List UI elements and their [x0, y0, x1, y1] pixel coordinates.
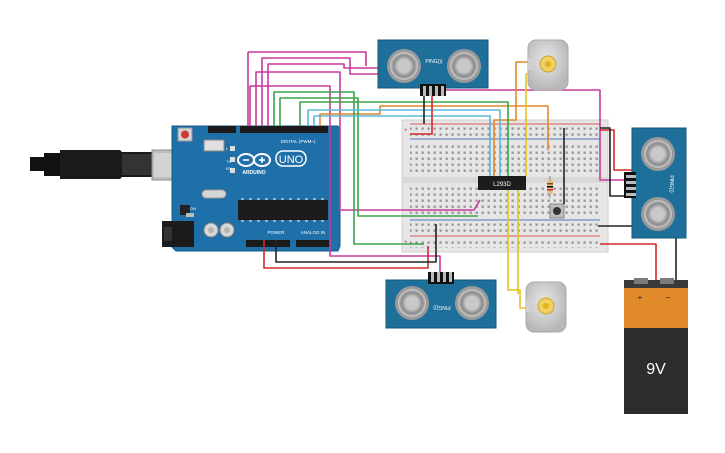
battery-voltage-label: 9V — [646, 361, 666, 378]
resistor — [547, 176, 553, 198]
push-button[interactable] — [549, 203, 565, 219]
dc-motor-top — [527, 39, 569, 91]
tx-label: TX — [226, 159, 231, 164]
power-header-label: POWER — [267, 230, 285, 235]
ultrasonic-sensor-right: PING))) — [624, 127, 687, 239]
arduino-logo-icon — [237, 153, 271, 167]
power-pin-header — [246, 240, 290, 247]
microcontroller-chip — [238, 200, 328, 220]
l-led-label: L — [226, 146, 229, 151]
ultrasonic-sensor-top-label: PING))) — [425, 59, 443, 65]
rx-label: RX — [226, 166, 232, 171]
on-led-label: ON — [190, 206, 196, 211]
dc-motor-bottom — [525, 281, 567, 333]
digital-header-label: DIGITAL (PWM~) — [281, 139, 316, 144]
wires — [247, 51, 677, 309]
analog-pin-header — [296, 240, 330, 247]
ultrasonic-sensor-bottom: PING))) — [385, 272, 497, 329]
arduino-model-label: UNO — [279, 154, 304, 166]
l293d-motor-driver: L293D — [478, 176, 526, 190]
arduino-brand-label: ARDUINO — [242, 170, 265, 176]
arduino-uno-board: UNO ARDUINO DIGITAL (PWM~) POWER ANALOG … — [162, 125, 341, 252]
battery-minus-label: − — [666, 293, 671, 302]
breadboard-plus-top: + — [404, 128, 408, 134]
ultrasonic-sensor-right-label: PING))) — [668, 175, 674, 193]
l293d-label: L293D — [493, 182, 511, 188]
ultrasonic-sensor-bottom-label: PING))) — [433, 304, 451, 310]
digital-pin-header — [240, 126, 328, 133]
analog-header-label: ANALOG IN — [301, 230, 326, 235]
ultrasonic-sensor-top: PING))) — [377, 39, 489, 96]
usb-cable — [30, 149, 179, 181]
battery-plus-label: + — [638, 293, 643, 302]
breadboard-plus-bottom: + — [404, 240, 408, 246]
battery-9v: + − 9V — [624, 278, 688, 414]
